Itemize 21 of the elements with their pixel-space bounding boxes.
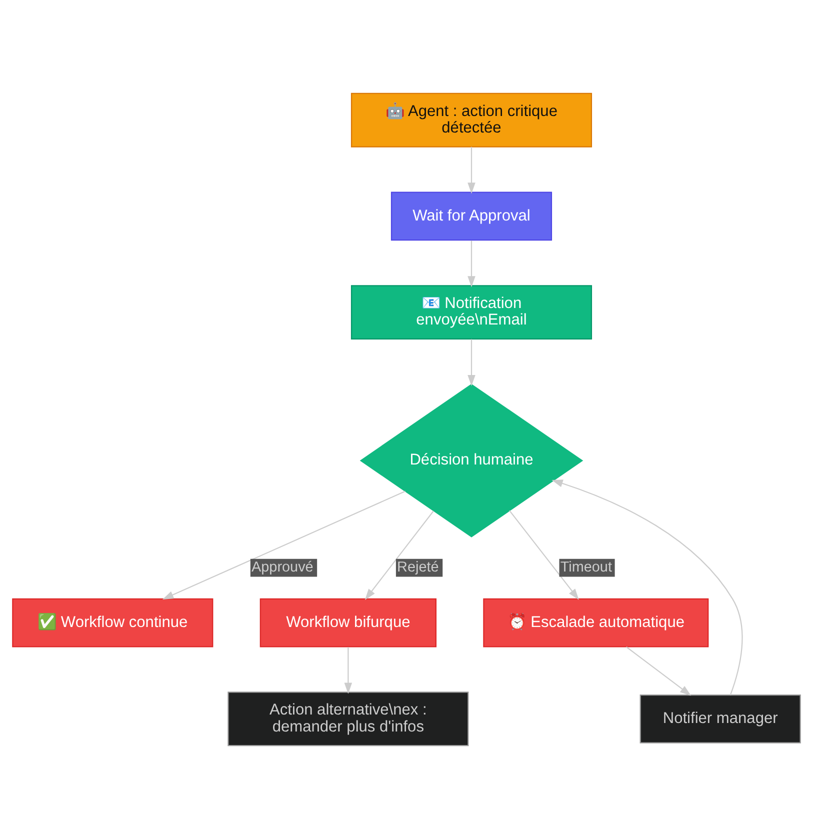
arrow [468,338,476,386]
arrow [509,510,579,600]
arrow [162,490,406,599]
node-box: Action alternative\nex : demander plus d'infos [228,691,469,746]
arrow [626,646,692,696]
arrow [468,240,476,287]
node-diamond: Décision humaine [360,383,584,537]
node-box: Wait for Approval [390,191,552,240]
node-box: 🤖 Agent : action critique détectée [350,92,592,147]
arrow [468,146,476,194]
node-box: Notifier manager [640,694,801,743]
node-box: ✅ Workflow continue [12,598,214,647]
arrow [364,510,434,600]
arrow [552,479,743,695]
node-box: 📧 Notification envoyée\nEmail [350,284,592,340]
node-box: Workflow bifurque [260,598,436,647]
node-box: ⏰ Escalade automatique [483,598,709,647]
edge-label: Rejeté [397,559,439,576]
edge-label: Timeout [560,559,612,576]
arrow [344,646,352,694]
edge-label: Approuvé [252,559,314,576]
